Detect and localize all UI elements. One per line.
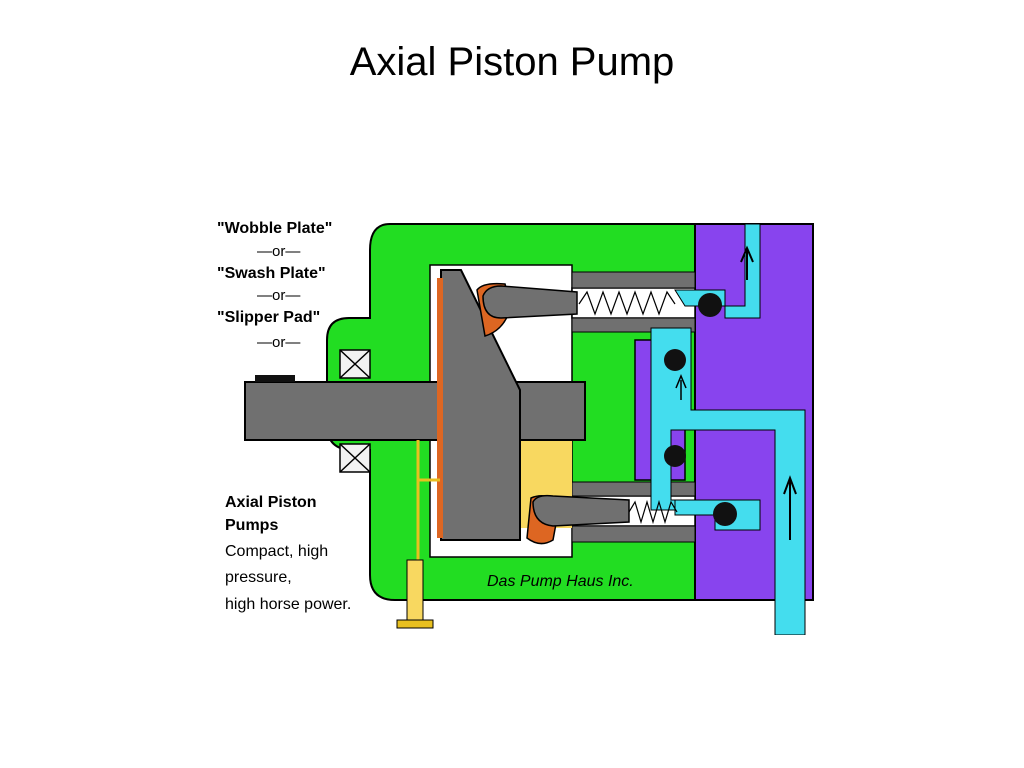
spring-upper xyxy=(578,290,676,316)
check-ball-4 xyxy=(713,502,737,526)
label-or-1: —or— xyxy=(257,243,301,260)
label-swash-plate: "Swash Plate" xyxy=(217,265,326,282)
label-description-3: high horse power. xyxy=(225,596,352,613)
drain-base xyxy=(396,619,434,629)
check-ball-2 xyxy=(664,349,686,371)
cylinder-block-lower xyxy=(571,525,696,543)
piston-rod-lower xyxy=(532,494,630,527)
label-pumps: Pumps xyxy=(225,517,279,534)
drain-plug xyxy=(406,559,424,623)
piston-rod-upper xyxy=(482,285,578,319)
label-or-2: —or— xyxy=(257,287,301,304)
shaft-tip xyxy=(255,375,295,382)
flow-arrow-out xyxy=(740,245,754,280)
cylinder-block-upper xyxy=(571,271,696,289)
brand-label: Das Pump Haus Inc. xyxy=(487,573,634,590)
flow-arrow-return xyxy=(675,374,687,400)
bearing-lower-cross xyxy=(339,443,371,473)
check-ball-3 xyxy=(664,445,686,467)
label-description-1: Compact, high xyxy=(225,543,329,560)
pump-diagram: "Wobble Plate" —or— "Swash Plate" —or— "… xyxy=(215,210,815,635)
cylinder-block-mid-lower xyxy=(571,481,696,497)
swash-face xyxy=(437,278,443,538)
label-slipper-pad: "Slipper Pad" xyxy=(217,309,321,326)
flow-arrow-in xyxy=(783,475,797,540)
pump-cross-section xyxy=(244,223,814,635)
label-description-2: pressure, xyxy=(225,569,292,586)
drive-shaft xyxy=(244,381,586,441)
label-wobble-plate: "Wobble Plate" xyxy=(217,220,333,237)
spring-lower xyxy=(628,499,678,525)
check-ball-1 xyxy=(698,293,722,317)
label-axial-piston: Axial Piston xyxy=(225,494,317,511)
slide-title: Axial Piston Pump xyxy=(349,40,675,84)
bearing-upper-cross xyxy=(339,349,371,379)
label-or-3: —or— xyxy=(257,334,301,351)
